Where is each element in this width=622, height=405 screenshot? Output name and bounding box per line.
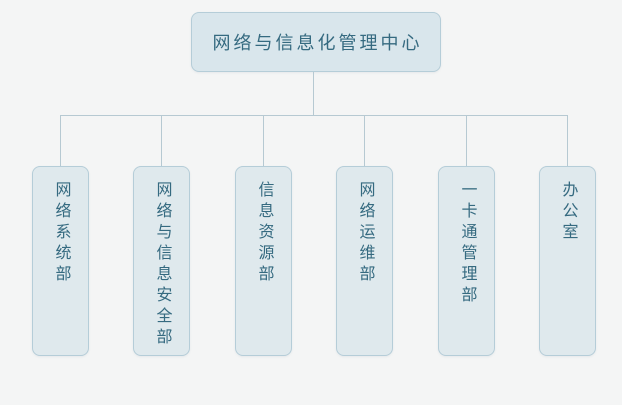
connector-stub-1 [60,115,61,166]
connector-stub-3 [263,115,264,166]
org-node-dept-label: 网络运维部 [356,181,374,286]
connector-horizontal-rail [60,115,568,116]
org-node-dept-label: 办公室 [559,181,577,244]
connector-stub-6 [567,115,568,166]
org-node-dept-info-resources: 信息资源部 [235,166,292,356]
org-node-dept-onecard-management: 一卡通管理部 [438,166,495,356]
org-node-dept-office: 办公室 [539,166,596,356]
connector-stub-4 [364,115,365,166]
org-node-dept-label: 网络系统部 [52,181,70,286]
connector-stub-5 [466,115,467,166]
connector-root-drop-line [313,72,314,116]
org-node-dept-label: 网络与信息安全部 [153,181,171,349]
org-node-dept-label: 一卡通管理部 [458,181,476,307]
org-node-dept-network-systems: 网络系统部 [32,166,89,356]
org-node-dept-label: 信息资源部 [255,181,273,286]
org-node-dept-network-operations: 网络运维部 [336,166,393,356]
connector-stub-2 [161,115,162,166]
org-node-dept-network-info-security: 网络与信息安全部 [133,166,190,356]
org-node-root-label: 网络与信息化管理中心 [212,33,423,53]
org-node-root: 网络与信息化管理中心 [191,12,441,72]
